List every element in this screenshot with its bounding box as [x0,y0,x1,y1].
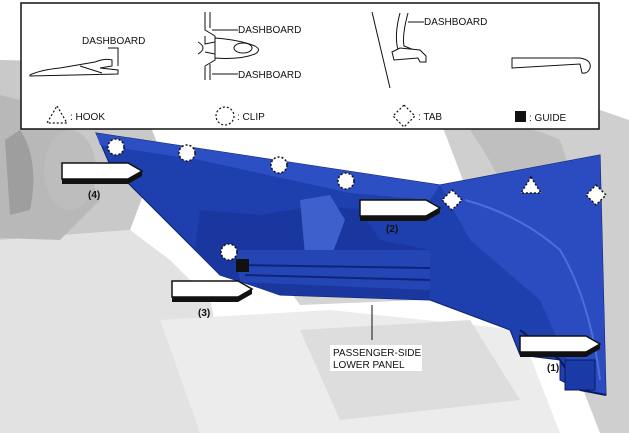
part-label-line2: LOWER PANEL [333,360,405,371]
hook-dashboard-label: DASHBOARD [82,36,145,47]
hook-detail-diagram: DASHBOARD [29,36,145,77]
guide-icon [236,259,249,272]
callout-4: (4) [88,190,100,201]
hook-symbol-icon [45,104,69,124]
legend-tab-label: : TAB [418,112,442,123]
clip-detail-diagram: DASHBOARD DASHBOARD [197,12,301,81]
legend-clip-label: : CLIP [237,112,265,123]
clip-symbol-icon [215,106,235,126]
guide-detail-diagram [511,57,591,74]
tab-detail-diagram: DASHBOARD [371,11,487,89]
part-label: PASSENGER-SIDE LOWER PANEL [330,345,422,371]
legend-clip: : CLIP [215,106,265,126]
arrow-3-icon [171,280,254,302]
callout-1: (1) [547,363,559,374]
legend-tab: : TAB [392,104,442,128]
part-label-line1: PASSENGER-SIDE [333,348,421,359]
legend-hook-label: : HOOK [70,112,105,123]
hook-icon [519,175,543,194]
tab-icon [584,183,608,207]
direction-arrows [61,162,602,357]
passenger-side-lower-panel [95,132,607,396]
callout-3: (3) [198,308,210,319]
tab-dashboard-label: DASHBOARD [424,17,487,28]
arrow-4-icon [61,162,144,184]
legend-guide: : GUIDE [515,111,567,124]
tab-icon [440,188,464,212]
legend-guide-label: : GUIDE [529,113,567,124]
clip-icon [107,138,125,156]
legend-box: DASHBOARD DASHBOARD DASHBOARD DASHBOARD [20,2,600,130]
guide-symbol-icon [515,111,526,122]
arrow-2-icon [359,199,442,221]
legend-hook: : HOOK [45,104,105,124]
clip-icon [178,144,196,162]
arrow-1-icon [519,335,602,357]
clip-icon [270,156,288,174]
clip-dashboard-label-bottom: DASHBOARD [238,70,301,81]
clip-icon [337,172,355,190]
tab-symbol-icon [392,104,416,128]
clip-dashboard-label-top: DASHBOARD [238,25,301,36]
clip-icon [220,243,238,261]
callout-2: (2) [386,224,398,235]
panel-fasteners [107,138,608,272]
